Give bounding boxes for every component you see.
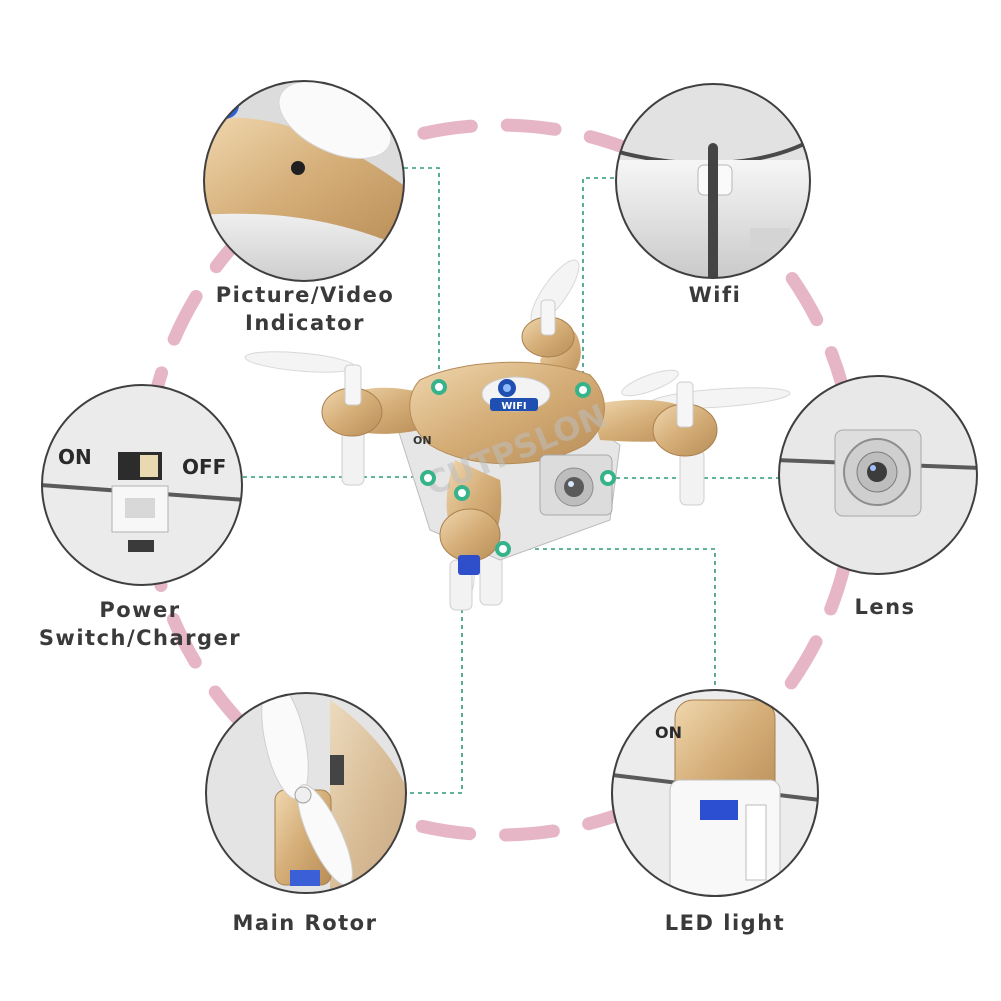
label-line: Picture/Video [215,283,395,307]
label-line: Lens [854,595,916,619]
detail-led-light: ON [612,690,818,896]
label-main-rotor: Main Rotor [215,909,395,937]
drone-illustration: WIFI ON CUTPSLON [244,259,791,611]
label-line: LED light [664,911,786,935]
detail-picture-indicator [204,81,404,281]
drone-wifi-badge: WIFI [501,401,526,412]
label-wifi: Wifi [655,281,775,309]
switch-on-text: ON [58,445,92,469]
label-led-light: LED light [640,909,810,937]
label-line: Power [99,598,181,622]
detail-wifi-antenna [616,84,810,278]
anchor-dots [420,379,616,557]
label-line: Switch/Charger [38,626,242,650]
led-on-text: ON [655,723,682,742]
label-picture-video-indicator: Picture/Video Indicator [190,281,420,337]
switch-off-text: OFF [182,455,226,479]
detail-lens [779,376,977,574]
label-power-switch-charger: Power Switch/Charger [20,596,260,652]
label-lens: Lens [820,593,950,621]
drone-switch-label: ON [413,434,432,447]
detail-main-rotor [206,693,406,893]
label-line: Main Rotor [232,911,378,935]
label-line: Indicator [245,311,365,335]
detail-power-switch: ON OFF [42,385,242,585]
label-line: Wifi [688,283,742,307]
